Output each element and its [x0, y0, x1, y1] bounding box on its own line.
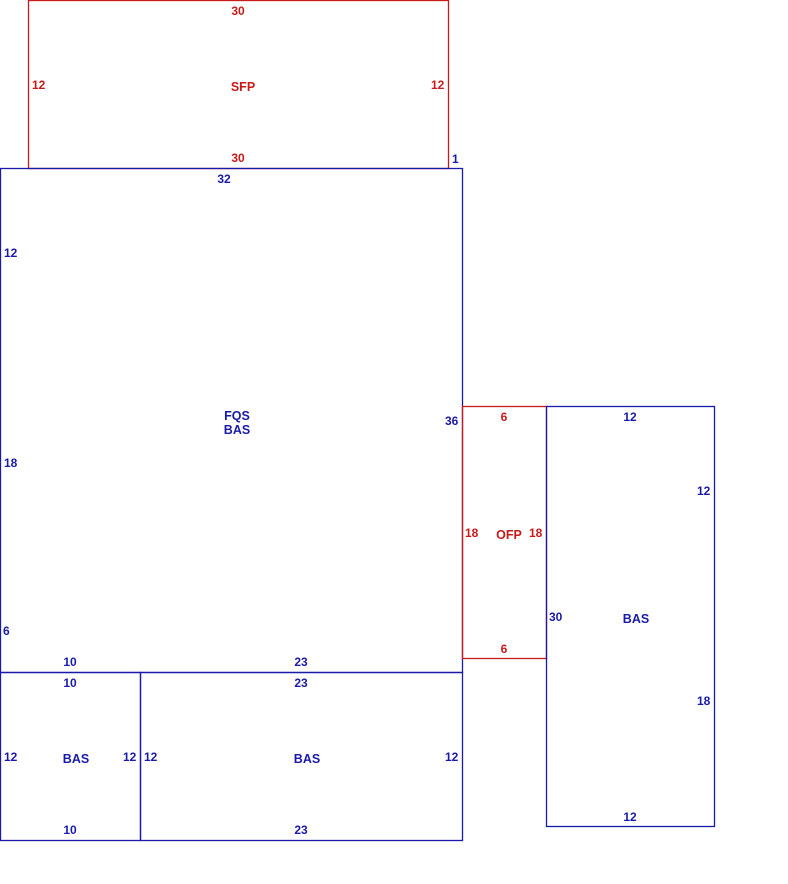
ofp-bottom-dim: 6 [500, 642, 508, 656]
s-bottom-dim: 23 [294, 823, 308, 837]
east-right-dim-b: 18 [697, 694, 711, 708]
ofp-top-dim: 6 [500, 410, 508, 424]
main-left-dim-b: 18 [4, 456, 18, 470]
sw-right-dim: 12 [123, 750, 137, 764]
east-bas-outline [545, 405, 716, 828]
east-area-code: BAS [622, 612, 650, 626]
east-right-dim-a: 12 [697, 484, 711, 498]
ofp-left-dim: 18 [465, 526, 479, 540]
main-area-code-1: FQS [224, 409, 250, 423]
sfp-bottom-dim: 30 [231, 151, 245, 165]
s-bas-outline [139, 671, 464, 842]
ofp-area-code: OFP [496, 528, 522, 542]
sfp-corner-dim: 1 [452, 152, 459, 166]
main-right-dim: 36 [445, 414, 459, 428]
sfp-right-dim: 12 [431, 78, 445, 92]
east-left-dim: 30 [549, 610, 563, 624]
main-bottom-dim-a: 10 [63, 655, 77, 669]
sw-bottom-dim: 10 [63, 823, 77, 837]
s-right-dim: 12 [445, 750, 459, 764]
s-left-dim: 12 [144, 750, 158, 764]
sw-left-dim: 12 [4, 750, 18, 764]
main-area-code-2: BAS [223, 423, 251, 437]
main-left-dim-c: 6 [3, 624, 10, 638]
main-left-dim-a: 12 [4, 246, 18, 260]
sw-area-code: BAS [62, 752, 90, 766]
ofp-right-dim: 18 [529, 526, 543, 540]
east-bottom-dim: 12 [623, 810, 637, 824]
s-top-dim: 23 [294, 676, 308, 690]
s-area-code: BAS [293, 752, 321, 766]
sfp-left-dim: 12 [32, 78, 46, 92]
sfp-area-code: SFP [230, 80, 256, 94]
east-top-dim: 12 [623, 410, 637, 424]
sw-top-dim: 10 [63, 676, 77, 690]
main-bottom-dim-b: 23 [294, 655, 308, 669]
main-top-dim: 32 [217, 172, 231, 186]
sfp-top-dim: 30 [231, 4, 245, 18]
